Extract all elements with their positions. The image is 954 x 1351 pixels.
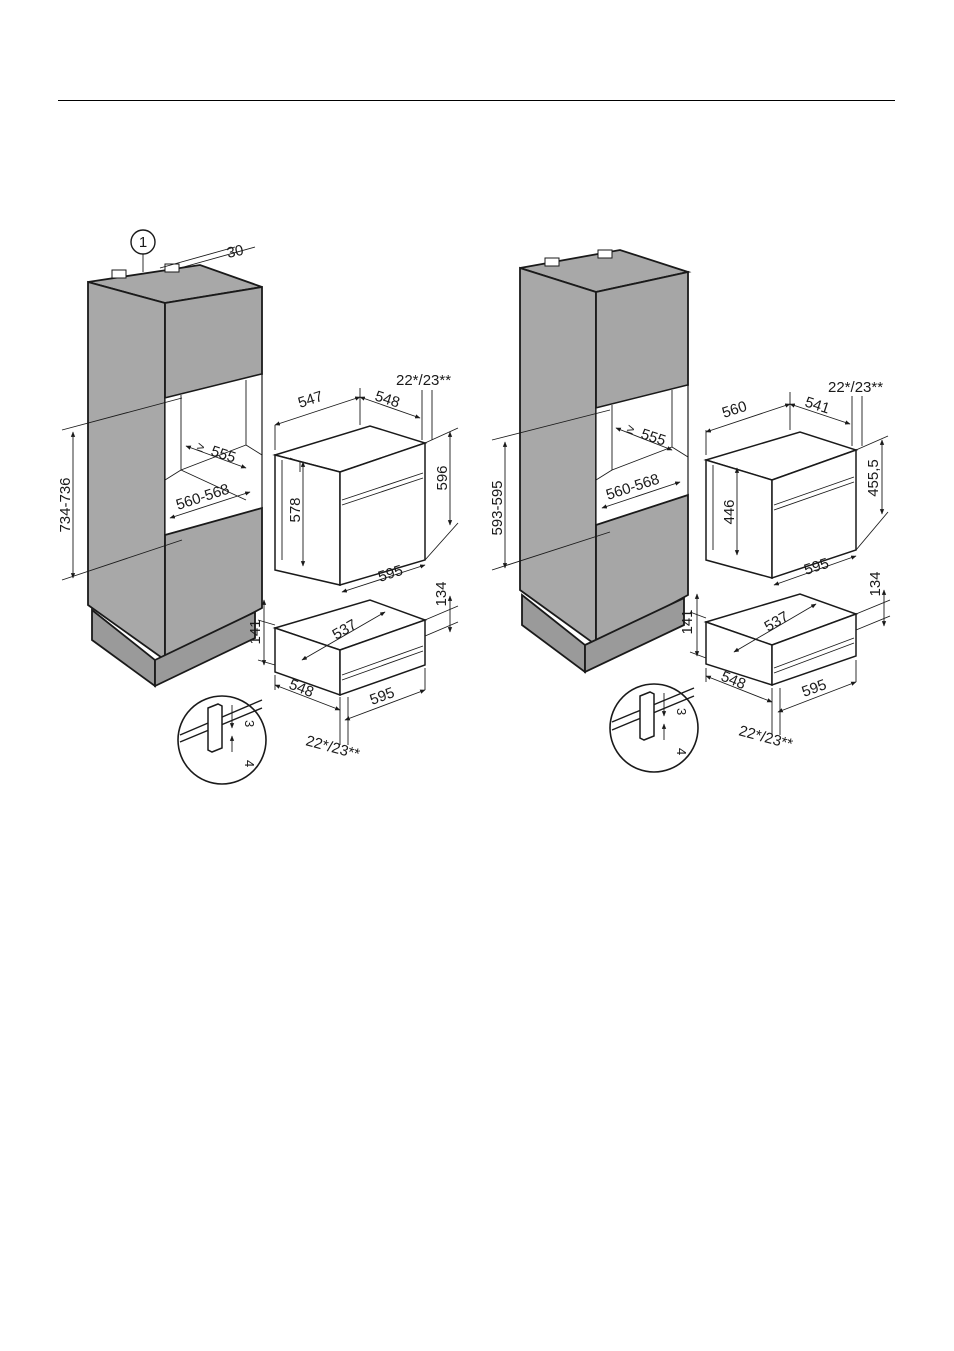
right-cabinet-side xyxy=(520,268,596,645)
dim-detail-gap-top: 3 xyxy=(674,708,689,715)
left-detail-circle: 3 4 xyxy=(178,696,266,784)
dim-oven-front-thickness: 22*/23** xyxy=(396,372,451,389)
dim-drawer-height-front: 134 xyxy=(433,581,450,606)
dim-oven-depth: 560 xyxy=(720,398,749,422)
right-oven-side xyxy=(706,460,772,578)
left-detail-block xyxy=(208,704,222,752)
dim-niche-height: 734-736 xyxy=(57,477,74,532)
dim-top-gap: 30 xyxy=(225,242,245,262)
dim-oven-depth-rear: 548 xyxy=(373,388,402,412)
dim-drawer-width: 595 xyxy=(368,684,397,709)
right-cabinet-upper-door xyxy=(596,272,688,408)
right-detail-block xyxy=(640,692,654,740)
dim-drawer-height-front: 134 xyxy=(867,571,884,596)
dim-oven-height-front: 596 xyxy=(434,465,451,490)
left-tall-cabinet xyxy=(88,264,262,686)
dim-oven-height-front: 455,5 xyxy=(865,459,882,497)
dim-drawer-front-thickness: 22*/23** xyxy=(304,732,362,763)
dim-drawer-width: 595 xyxy=(800,676,829,701)
marker-1: 1 xyxy=(131,230,155,272)
dim-oven-front-thickness: 22*/23** xyxy=(828,379,883,396)
dim-oven-depth: 547 xyxy=(296,388,325,412)
marker-label: 1 xyxy=(139,234,147,251)
dim-oven-height-body: 578 xyxy=(287,497,304,522)
right-installation: 593-595 ≥ 555 560-568 560 541 xyxy=(489,250,890,772)
dim-niche-height: 593-595 xyxy=(489,480,506,535)
dim-drawer-front-thickness: 22*/23** xyxy=(737,722,795,753)
left-installation: 1 30 734-736 ≥ 555 560-568 xyxy=(57,230,458,784)
left-cabinet-side xyxy=(88,282,165,660)
dim-drawer-height-body: 141 xyxy=(247,619,264,644)
dim-detail-gap-top: 3 xyxy=(242,720,257,727)
dim-oven-height-body: 446 xyxy=(721,499,738,524)
right-tall-cabinet xyxy=(520,250,688,672)
right-detail-circle: 3 4 xyxy=(610,684,698,772)
left-oven-side xyxy=(275,455,340,585)
dim-oven-depth-rear: 541 xyxy=(803,394,832,418)
left-dim-top-gap: 30 xyxy=(160,242,255,268)
dim-drawer-height-body: 141 xyxy=(679,609,696,634)
dim-detail-gap-bottom: 4 xyxy=(242,760,257,767)
dim-detail-gap-bottom: 4 xyxy=(674,748,689,755)
